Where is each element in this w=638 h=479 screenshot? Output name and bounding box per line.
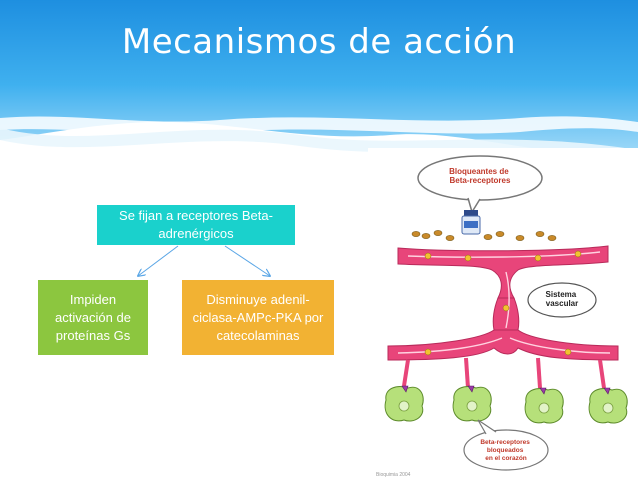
vessel-dots bbox=[424, 250, 582, 356]
slide-title: Mecanismos de acción bbox=[121, 22, 517, 62]
adenylate-cyclase-box: Disminuye adenil-ciclasa-AMPc-PKA por ca… bbox=[182, 280, 334, 355]
bubble-label: Bloqueantes de Beta-receptores bbox=[449, 167, 511, 185]
receptor-markers bbox=[401, 385, 611, 395]
receptor-bubble: Beta-receptores bloqueados en el corazón bbox=[463, 419, 549, 471]
header-background bbox=[0, 0, 638, 160]
receptor-bubble-label: Beta-receptores bloqueados en el corazón bbox=[480, 439, 531, 462]
receptor-binding-text: Se fijan a receptores Beta-adrenérgicos bbox=[119, 208, 273, 241]
pill-bottle-icon bbox=[461, 210, 481, 235]
cell-nuclei bbox=[398, 400, 614, 414]
adenylate-cyclase-text: Disminuye adenil-ciclasa-AMPc-PKA por ca… bbox=[192, 291, 324, 343]
system-line-2: vascular bbox=[546, 299, 578, 308]
receptor-line-1: Beta-receptores bbox=[480, 439, 530, 446]
receptor-line-2: bloqueados bbox=[487, 447, 524, 454]
system-line-1: Sistema bbox=[546, 290, 577, 299]
system-bubble: Sistema vascular bbox=[527, 282, 597, 318]
gs-protein-text: Impiden activación de proteínas Gs bbox=[55, 291, 131, 343]
beta-blocker-illustration: Bloqueantes de Beta-receptores bbox=[368, 148, 638, 479]
vessel-branches bbox=[402, 357, 606, 389]
blood-vessels bbox=[387, 245, 619, 361]
system-label: Sistema vascular bbox=[546, 290, 579, 308]
bubble-line-2: Beta-receptores bbox=[450, 176, 511, 185]
receptor-binding-box: Se fijan a receptores Beta-adrenérgicos bbox=[97, 205, 295, 245]
image-credit: Bioquimia 2004 bbox=[376, 472, 411, 478]
arrow-to-left-box bbox=[138, 245, 179, 276]
gs-protein-box: Impiden activación de proteínas Gs bbox=[38, 280, 148, 355]
arrow-to-right-box bbox=[224, 245, 270, 276]
bubble-line-1: Bloqueantes de bbox=[449, 167, 509, 176]
pill-dots bbox=[411, 230, 557, 241]
bubble: Bloqueantes de Beta-receptores bbox=[417, 155, 543, 214]
receptor-line-3: en el corazón bbox=[485, 455, 527, 462]
